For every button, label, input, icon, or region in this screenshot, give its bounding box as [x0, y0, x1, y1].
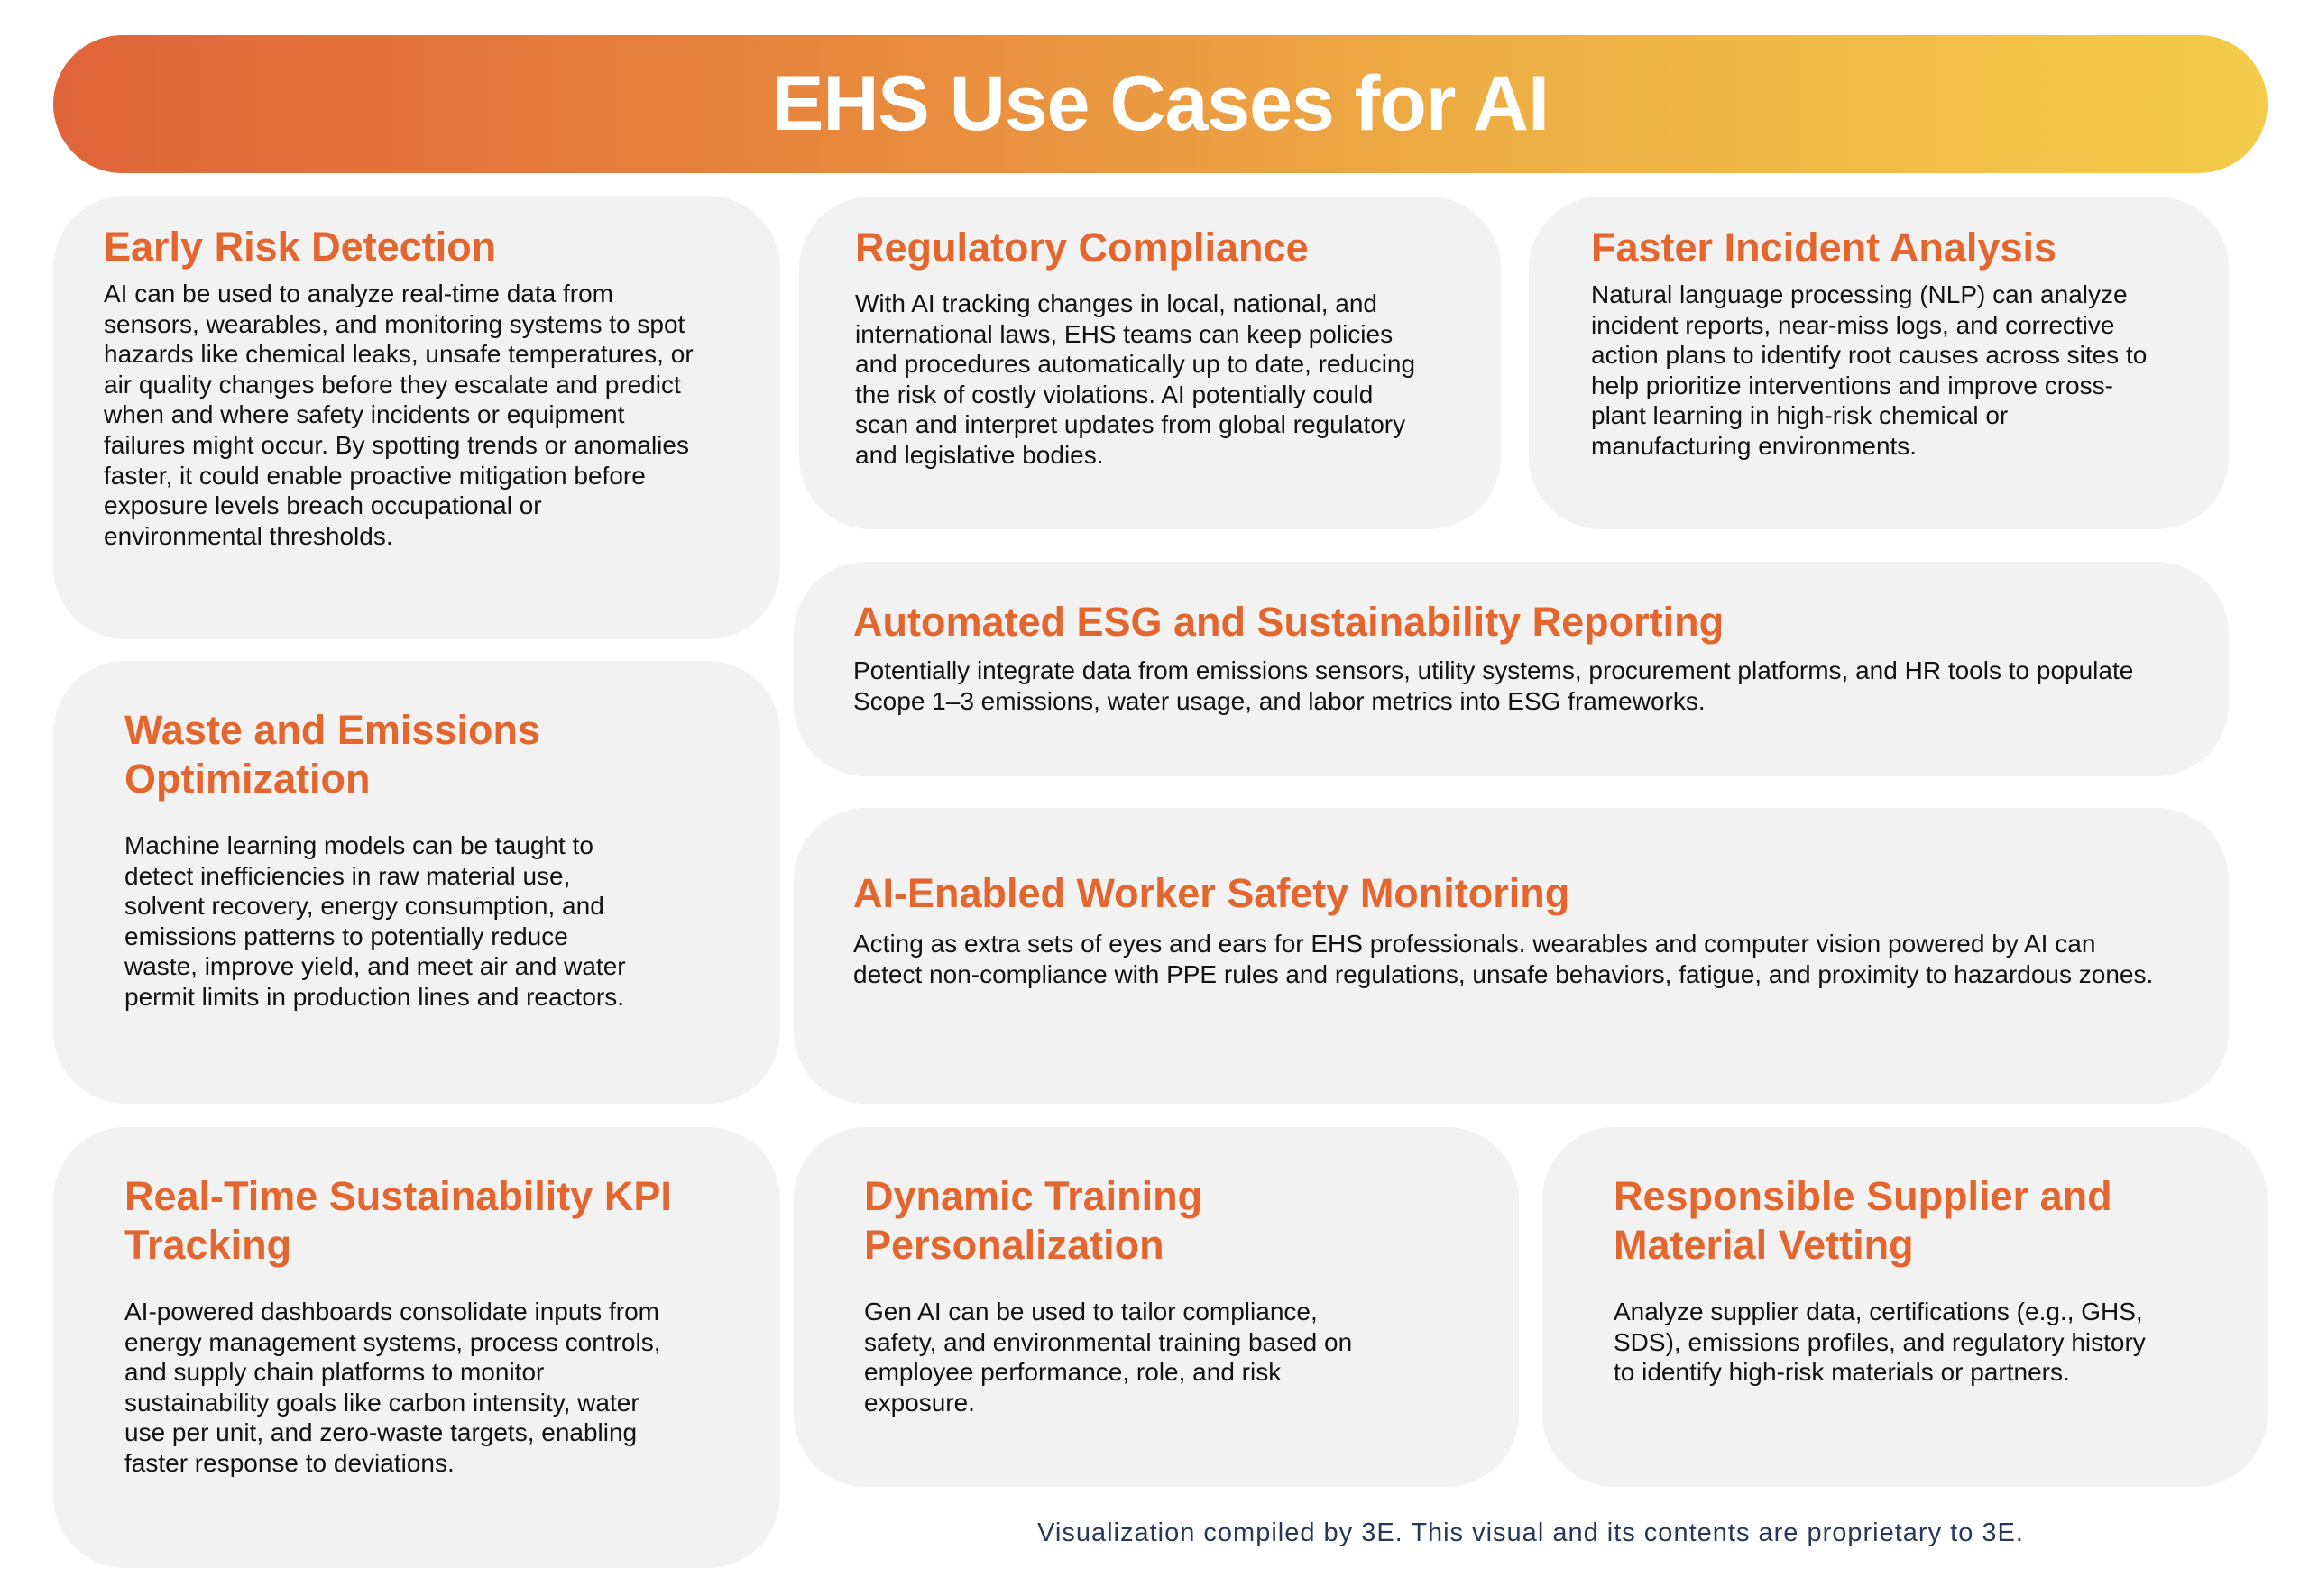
card-body: Analyze supplier data, certifications (e…	[1614, 1298, 2146, 1387]
card-body: Potentially integrate data from emission…	[853, 656, 2134, 715]
card-worker-safety-monitoring: AI-Enabled Worker Safety Monitoring Acti…	[794, 808, 2229, 1104]
card-title: Faster Incident Analysis	[1591, 225, 2057, 271]
page-title: EHS Use Cases for AI	[771, 60, 1550, 147]
title-banner: EHS Use Cases for AI	[53, 35, 2268, 173]
card-waste-emissions-optimization: Waste and Emissions Optimization Machine…	[53, 661, 780, 1104]
card-title: AI-Enabled Worker Safety Monitoring	[853, 870, 1570, 916]
card-body: Acting as extra sets of eyes and ears fo…	[853, 930, 2154, 988]
card-title: Waste and Emissions Optimization	[124, 707, 540, 802]
card-supplier-vetting: Responsible Supplier and Material Vettin…	[1542, 1127, 2268, 1487]
card-title: Dynamic Training Personalization	[864, 1173, 1203, 1268]
footer-note: Visualization compiled by 3E. This visua…	[1037, 1518, 2024, 1547]
card-body: AI can be used to analyze real-time data…	[104, 280, 694, 550]
card-regulatory-compliance: Regulatory Compliance With AI tracking c…	[799, 197, 1501, 529]
card-dynamic-training: Dynamic Training Personalization Gen AI …	[794, 1127, 1519, 1487]
card-title: Early Risk Detection	[104, 224, 497, 270]
card-automated-esg-reporting: Automated ESG and Sustainability Reporti…	[794, 562, 2229, 776]
card-title: Real-Time Sustainability KPI Tracking	[124, 1173, 672, 1268]
card-early-risk-detection: Early Risk Detection AI can be used to a…	[53, 196, 780, 639]
card-body: With AI tracking changes in local, natio…	[855, 289, 1416, 469]
card-body: Machine learning models can be taught to…	[124, 831, 626, 1011]
card-body: Natural language processing (NLP) can an…	[1591, 280, 2148, 460]
card-body: AI-powered dashboards consolidate inputs…	[124, 1298, 661, 1477]
card-title: Regulatory Compliance	[855, 225, 1309, 271]
card-title: Responsible Supplier and Material Vettin…	[1614, 1173, 2112, 1268]
card-faster-incident-analysis: Faster Incident Analysis Natural languag…	[1529, 197, 2229, 529]
card-title: Automated ESG and Sustainability Reporti…	[853, 599, 1725, 645]
card-body: Gen AI can be used to tailor compliance,…	[864, 1298, 1353, 1417]
card-kpi-tracking: Real-Time Sustainability KPI Tracking AI…	[53, 1127, 780, 1568]
